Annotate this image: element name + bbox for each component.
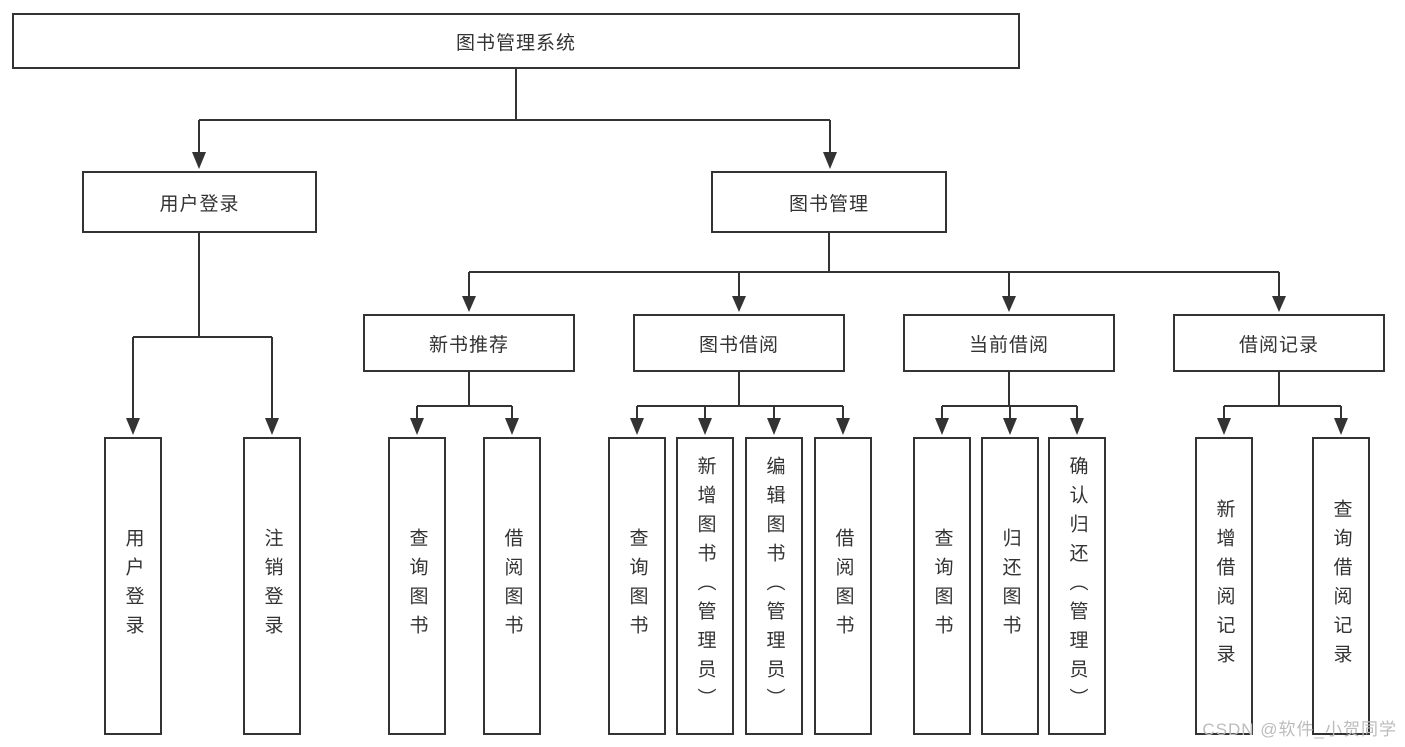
node-book-borrowing: 图书借阅 bbox=[633, 314, 845, 372]
node-label: 图书管理 bbox=[788, 193, 869, 215]
leaf-label: 查询图书 bbox=[931, 528, 953, 644]
leaf-label: 查询借阅记录 bbox=[1330, 499, 1352, 673]
node-label: 新书推荐 bbox=[428, 334, 509, 356]
leaf-label: 编辑图书（管理员） bbox=[763, 455, 785, 717]
node-current-borrowing: 当前借阅 bbox=[903, 314, 1115, 372]
leaf-label: 确认归还（管理员） bbox=[1066, 455, 1088, 717]
leaf-query-books-recommend: 查询图书 bbox=[388, 437, 446, 735]
node-label: 当前借阅 bbox=[968, 334, 1049, 356]
node-user-login: 用户登录 bbox=[82, 171, 317, 233]
node-label: 借阅记录 bbox=[1238, 334, 1319, 356]
leaf-query-books-current: 查询图书 bbox=[913, 437, 971, 735]
node-label: 图书借阅 bbox=[698, 334, 779, 356]
arrowhead-icons bbox=[126, 152, 1348, 435]
leaf-label: 借阅图书 bbox=[501, 528, 523, 644]
leaf-logout: 注销登录 bbox=[243, 437, 301, 735]
leaf-confirm-return-admin: 确认归还（管理员） bbox=[1048, 437, 1106, 735]
leaf-label: 新增图书（管理员） bbox=[694, 455, 716, 717]
leaf-borrow-books: 借阅图书 bbox=[814, 437, 872, 735]
leaf-label: 新增借阅记录 bbox=[1213, 499, 1235, 673]
leaf-query-books-borrowing: 查询图书 bbox=[608, 437, 666, 735]
leaf-label: 用户登录 bbox=[122, 528, 144, 644]
node-label: 用户登录 bbox=[159, 193, 240, 215]
leaf-borrow-books-recommend: 借阅图书 bbox=[483, 437, 541, 735]
node-new-book-recommendation: 新书推荐 bbox=[363, 314, 575, 372]
node-label: 图书管理系统 bbox=[455, 32, 576, 54]
node-library-system: 图书管理系统 bbox=[12, 13, 1020, 69]
node-book-management: 图书管理 bbox=[711, 171, 947, 233]
leaf-label: 查询图书 bbox=[406, 528, 428, 644]
leaf-add-borrow-record: 新增借阅记录 bbox=[1195, 437, 1253, 735]
leaf-edit-books-admin: 编辑图书（管理员） bbox=[745, 437, 803, 735]
leaf-label: 查询图书 bbox=[626, 528, 648, 644]
leaf-label: 归还图书 bbox=[999, 528, 1021, 644]
node-borrowing-records: 借阅记录 bbox=[1173, 314, 1385, 372]
leaf-add-books-admin: 新增图书（管理员） bbox=[676, 437, 734, 735]
leaf-query-borrow-record: 查询借阅记录 bbox=[1312, 437, 1370, 735]
leaf-label: 注销登录 bbox=[261, 528, 283, 644]
leaf-label: 借阅图书 bbox=[832, 528, 854, 644]
leaf-return-books: 归还图书 bbox=[981, 437, 1039, 735]
leaf-user-login: 用户登录 bbox=[104, 437, 162, 735]
